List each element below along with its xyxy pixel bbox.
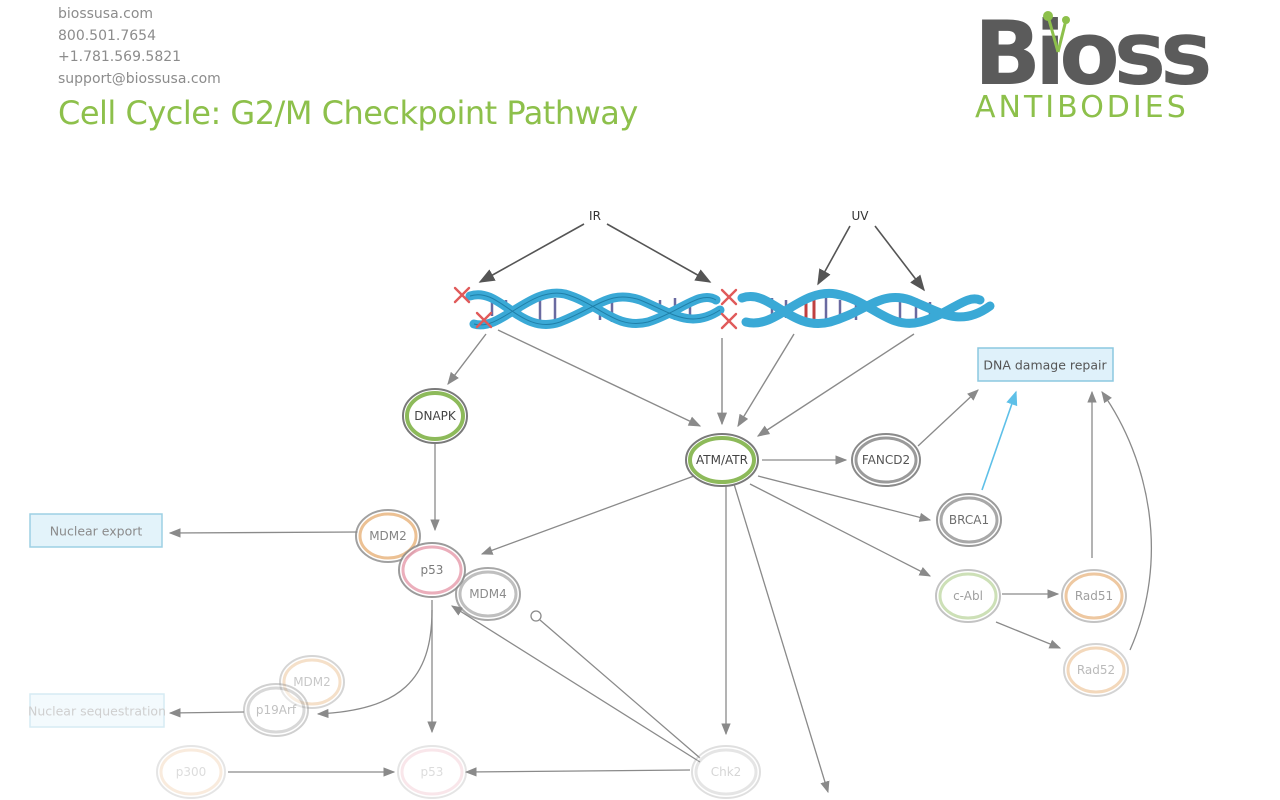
node-p53: p53 [398,542,466,598]
node-fancd2: FANCD2 [851,433,921,487]
mdm2-label: MDM2 [369,529,407,543]
mdm2-lower-label: MDM2 [293,675,331,689]
node-mdm2: MDM2 [355,509,421,563]
chk2-label: Chk2 [711,765,742,779]
node-brca1: BRCA1 [936,493,1002,547]
logo-molecule-dot [1043,11,1053,21]
node-c-abl: c-Abl [935,569,1001,623]
dnapk-label: DNAPK [414,409,457,423]
node-atm-atr: ATM/ATR [685,433,759,487]
nuclear-export-label: Nuclear export [50,524,143,539]
rad51-label: Rad51 [1075,589,1113,603]
support-email[interactable]: support@biossusa.com [58,70,221,87]
dna-segment-left [465,288,725,330]
bioss-logo: Bioss ANTIBODIES [974,2,1215,125]
brca1-label: BRCA1 [949,513,989,527]
website-link[interactable]: biossusa.com [58,6,154,22]
node-dnapk: DNAPK [402,388,468,444]
ir-label: IR [589,209,601,223]
dna-segment-right [737,288,995,328]
damage-mark-icons [453,286,738,330]
c-abl-label: c-Abl [953,589,983,603]
pathway-arrows [168,389,1152,794]
logo-brand: Bioss [974,2,1209,105]
node-p53-lower: p53 [397,745,467,799]
atm-atr-label: ATM/ATR [696,453,748,467]
phone-international: +1.781.569.5821 [58,49,182,65]
mdm4-label: MDM4 [469,587,507,601]
dna-helix [453,286,995,330]
node-mdm4: MDM4 [455,567,521,621]
stimulus-arrows [478,223,925,292]
node-rad52: Rad52 [1063,643,1129,697]
uv-label: UV [852,209,870,223]
nuclear-sequestration-box: Nuclear sequestration [28,693,166,728]
brca1-repair-arrow [981,390,1018,491]
nuclear-export-box: Nuclear export [29,513,163,548]
dna-arrows [447,329,915,437]
node-rad51: Rad51 [1061,569,1127,623]
p300-label: p300 [176,765,207,779]
node-mdm2-lower: MDM2 [279,655,345,709]
nuclear-sequestration-label: Nuclear sequestration [28,704,166,719]
logo-tagline: ANTIBODIES [975,90,1189,125]
node-p300: p300 [156,745,226,799]
p53-label: p53 [421,563,444,577]
rad52-label: Rad52 [1077,663,1115,677]
p53-lower-label: p53 [421,765,444,779]
dna-damage-repair-label: DNA damage repair [983,358,1107,373]
node-p19arf: p19Arf [243,683,309,737]
contact-info: biossusa.com 800.501.7654 +1.781.569.582… [58,4,221,90]
page-title: Cell Cycle: G2/M Checkpoint Pathway [58,94,638,132]
p19arf-label: p19Arf [256,703,297,717]
fancd2-label: FANCD2 [862,453,910,467]
node-chk2: Chk2 [691,745,761,799]
phone-number: 800.501.7654 [58,27,156,44]
dna-damage-repair-box: DNA damage repair [977,347,1114,382]
